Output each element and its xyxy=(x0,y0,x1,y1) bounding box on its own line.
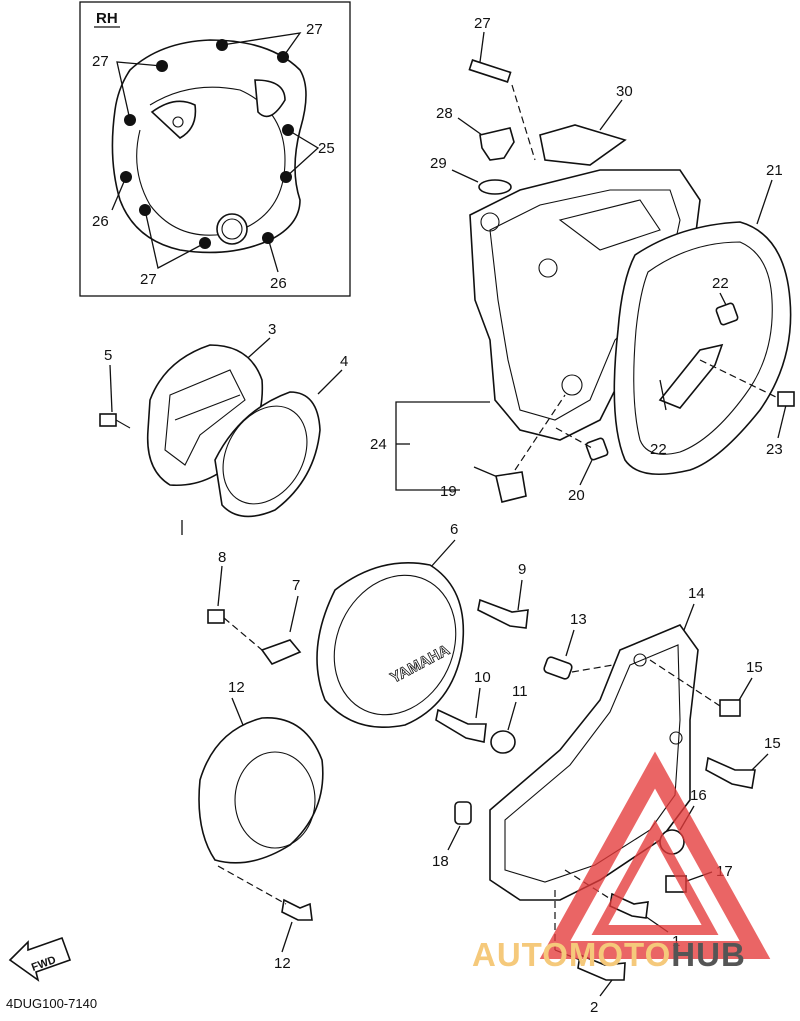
gasket-21 xyxy=(613,221,792,476)
inset-label: RH xyxy=(96,10,118,27)
bolt-5 xyxy=(99,413,117,427)
callout-23: 22 xyxy=(650,441,667,458)
bolt-2 xyxy=(281,898,313,921)
callout-26a: 26 xyxy=(92,213,109,230)
dowel-22a xyxy=(715,302,739,326)
dowel-13 xyxy=(454,801,472,825)
bolt-27 xyxy=(468,59,512,83)
side-cover-group: 13 14 15 15 16 17 18 1 2 xyxy=(432,585,781,1016)
callout-20: 19 xyxy=(440,483,457,500)
bolt-16 xyxy=(577,953,626,981)
callout-22a: 22 xyxy=(712,275,729,292)
callout-8: 8 xyxy=(218,549,226,566)
cover-1 xyxy=(198,717,324,864)
callout-27b: 27 xyxy=(92,53,109,70)
generator-cover-6 xyxy=(316,562,465,728)
callout-25: 25 xyxy=(318,140,335,157)
callout-27d: 27 xyxy=(474,15,491,32)
part-code: 4DUG100-7140 xyxy=(6,996,98,1011)
callout-13: 18 xyxy=(432,853,449,870)
o-ring xyxy=(478,179,512,195)
dowel-18 xyxy=(543,656,573,680)
callout-9: 9 xyxy=(518,561,526,578)
callout-1: 12 xyxy=(228,679,245,696)
rh-cover-outline xyxy=(111,39,307,254)
callout-28: 28 xyxy=(436,105,453,122)
rh-inset: RH 27 27 25 26 26 27 xyxy=(79,1,351,297)
callout-6: 6 xyxy=(450,521,458,538)
bolt-24 xyxy=(777,391,795,407)
callout-11: 14 xyxy=(688,585,705,602)
callout-27c: 27 xyxy=(140,271,157,288)
fwd-arrow: FWD xyxy=(8,936,72,982)
dowel-22b xyxy=(585,437,609,461)
callout-26b: 26 xyxy=(270,275,287,292)
callout-10: 10 xyxy=(474,669,491,686)
bolt-8 xyxy=(207,609,225,624)
bolt-17 xyxy=(705,756,756,789)
bolt-10 xyxy=(435,708,487,743)
clamp-7 xyxy=(260,639,302,665)
inset-frame xyxy=(79,1,351,297)
callout-24: 23 xyxy=(766,441,783,458)
side-cover-11 xyxy=(489,624,699,901)
callout-18: 13 xyxy=(570,611,587,628)
callout-5: 5 xyxy=(104,347,112,364)
callout-30: 30 xyxy=(616,83,633,100)
callout-12a: 11 xyxy=(512,683,528,700)
watermark-logo xyxy=(539,751,771,959)
bolt-9 xyxy=(477,598,529,629)
callout-19: 24 xyxy=(370,436,387,453)
plug-20 xyxy=(495,471,527,503)
inset-bolt-dots xyxy=(120,39,294,249)
callout-27a: 27 xyxy=(306,21,323,38)
watermark-part2: HUB xyxy=(671,936,746,973)
watermark-text: AUTOMOTOHUB xyxy=(472,936,746,974)
callout-4: 4 xyxy=(340,353,348,370)
breather-plate xyxy=(539,124,627,166)
crankcase-group: 27 28 29 30 21 22 22 23 2 xyxy=(370,15,795,504)
damper-23 xyxy=(658,343,724,409)
bolt-15a xyxy=(719,699,741,717)
callout-17: 15 xyxy=(764,735,781,752)
seal-12a xyxy=(490,730,516,754)
watermark-part1: AUTOMOTO xyxy=(472,936,672,973)
callout-21: 21 xyxy=(766,162,783,179)
covers-group: 6 YAMAHA 7 8 9 10 11 12 12 xyxy=(198,521,529,972)
callout-7: 7 xyxy=(292,577,300,594)
callout-3: 3 xyxy=(268,321,276,338)
oil-filler-cap xyxy=(479,127,515,161)
callout-22b: 20 xyxy=(568,487,585,504)
callout-2: 12 xyxy=(274,955,291,972)
callout-12b: 16 xyxy=(690,787,707,804)
plate-gasket-group: 3 4 5 xyxy=(99,321,348,535)
callout-15a: 15 xyxy=(746,659,763,676)
callout-29: 29 xyxy=(430,155,447,172)
callout-16: 2 xyxy=(590,999,598,1016)
